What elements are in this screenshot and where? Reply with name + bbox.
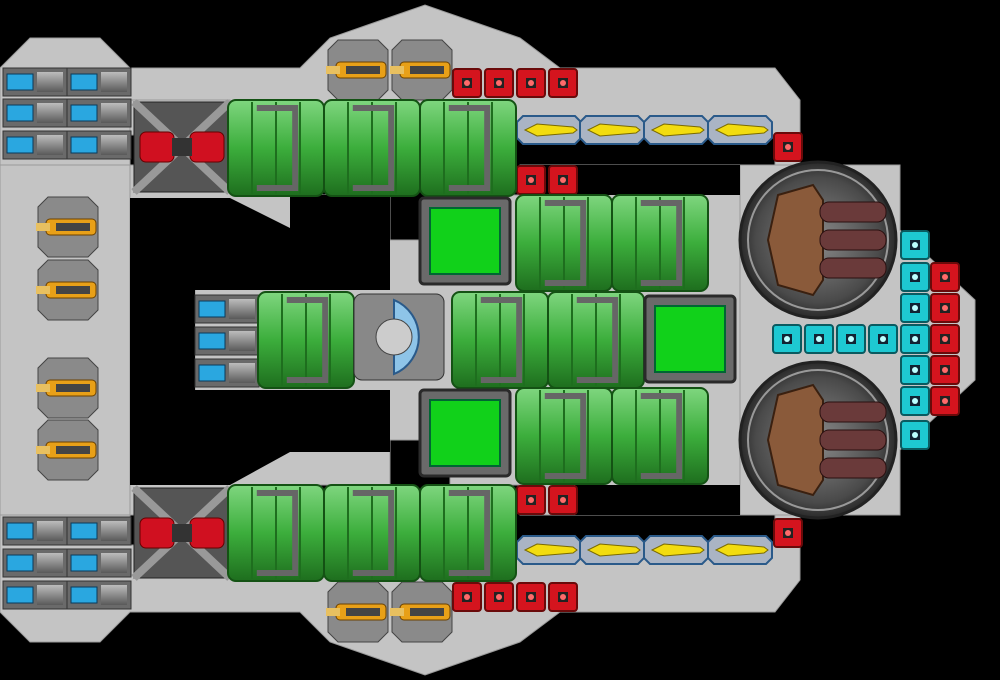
shield-block-icon[interactable]: [772, 324, 802, 354]
armor-block-icon[interactable]: [452, 582, 482, 612]
shield-block-icon[interactable]: [868, 324, 898, 354]
armor-block-icon[interactable]: [548, 485, 578, 515]
shield-block-icon[interactable]: [900, 355, 930, 385]
engine-icon[interactable]: [2, 67, 68, 97]
armor-block-icon[interactable]: [484, 582, 514, 612]
shield-block-icon[interactable]: [836, 324, 866, 354]
cannon-icon[interactable]: [390, 39, 453, 101]
engine-icon[interactable]: [66, 580, 132, 610]
engine-icon[interactable]: [66, 130, 132, 160]
fuel-tank-icon[interactable]: [257, 291, 355, 389]
thruster-icon[interactable]: [707, 115, 773, 145]
armor-block-icon[interactable]: [516, 582, 546, 612]
armor-block-icon[interactable]: [930, 262, 960, 292]
fuel-tank-icon[interactable]: [515, 194, 613, 292]
cannon-icon[interactable]: [390, 581, 453, 643]
fuel-tank-icon[interactable]: [419, 99, 517, 197]
engine-icon[interactable]: [2, 548, 68, 578]
armor-block-icon[interactable]: [930, 386, 960, 416]
fuel-tank-icon[interactable]: [227, 484, 325, 582]
armor-block-icon[interactable]: [930, 355, 960, 385]
armor-block-icon[interactable]: [773, 518, 803, 548]
armor-block-icon[interactable]: [516, 68, 546, 98]
reactor-icon[interactable]: [131, 99, 233, 195]
fuel-tank-icon[interactable]: [451, 291, 549, 389]
shield-block-icon[interactable]: [804, 324, 834, 354]
armor-block-icon[interactable]: [452, 68, 482, 98]
shield-block-icon[interactable]: [900, 230, 930, 260]
armor-block-icon[interactable]: [548, 165, 578, 195]
armor-block-icon[interactable]: [773, 132, 803, 162]
armor-block-icon[interactable]: [484, 68, 514, 98]
thruster-icon[interactable]: [707, 535, 773, 565]
engine-icon[interactable]: [2, 580, 68, 610]
cargo-bay-icon[interactable]: [643, 294, 737, 384]
engine-icon[interactable]: [2, 516, 68, 546]
armor-block-icon[interactable]: [548, 582, 578, 612]
cannon-icon[interactable]: [36, 357, 99, 419]
thruster-icon[interactable]: [579, 115, 645, 145]
fuel-tank-icon[interactable]: [547, 291, 645, 389]
engine-icon[interactable]: [194, 358, 260, 388]
engine-icon[interactable]: [66, 98, 132, 128]
thruster-icon[interactable]: [516, 115, 582, 145]
engine-icon[interactable]: [66, 548, 132, 578]
shield-block-icon[interactable]: [900, 386, 930, 416]
thruster-icon[interactable]: [516, 535, 582, 565]
turret-icon[interactable]: [738, 160, 898, 320]
armor-block-icon[interactable]: [930, 324, 960, 354]
shield-block-icon[interactable]: [900, 324, 930, 354]
shield-block-icon[interactable]: [900, 420, 930, 450]
engine-icon[interactable]: [194, 326, 260, 356]
fuel-tank-icon[interactable]: [419, 484, 517, 582]
armor-block-icon[interactable]: [548, 68, 578, 98]
thruster-icon[interactable]: [643, 115, 709, 145]
fuel-tank-icon[interactable]: [227, 99, 325, 197]
cargo-bay-icon[interactable]: [418, 196, 512, 286]
armor-block-icon[interactable]: [930, 293, 960, 323]
cockpit-icon[interactable]: [353, 293, 445, 381]
fuel-tank-icon[interactable]: [515, 387, 613, 485]
cannon-icon[interactable]: [36, 196, 99, 258]
turret-icon[interactable]: [738, 360, 898, 520]
engine-icon[interactable]: [2, 130, 68, 160]
fuel-tank-icon[interactable]: [323, 99, 421, 197]
thruster-icon[interactable]: [643, 535, 709, 565]
engine-icon[interactable]: [66, 516, 132, 546]
cannon-icon[interactable]: [36, 259, 99, 321]
engine-icon[interactable]: [66, 67, 132, 97]
fuel-tank-icon[interactable]: [323, 484, 421, 582]
cannon-icon[interactable]: [36, 419, 99, 481]
armor-block-icon[interactable]: [516, 165, 546, 195]
fuel-tank-icon[interactable]: [611, 387, 709, 485]
cannon-icon[interactable]: [326, 39, 389, 101]
reactor-icon[interactable]: [131, 485, 233, 581]
cannon-icon[interactable]: [326, 581, 389, 643]
armor-block-icon[interactable]: [516, 485, 546, 515]
shield-block-icon[interactable]: [900, 262, 930, 292]
shield-block-icon[interactable]: [900, 293, 930, 323]
thruster-icon[interactable]: [579, 535, 645, 565]
engine-icon[interactable]: [2, 98, 68, 128]
fuel-tank-icon[interactable]: [611, 194, 709, 292]
engine-icon[interactable]: [194, 294, 260, 324]
cargo-bay-icon[interactable]: [418, 388, 512, 478]
